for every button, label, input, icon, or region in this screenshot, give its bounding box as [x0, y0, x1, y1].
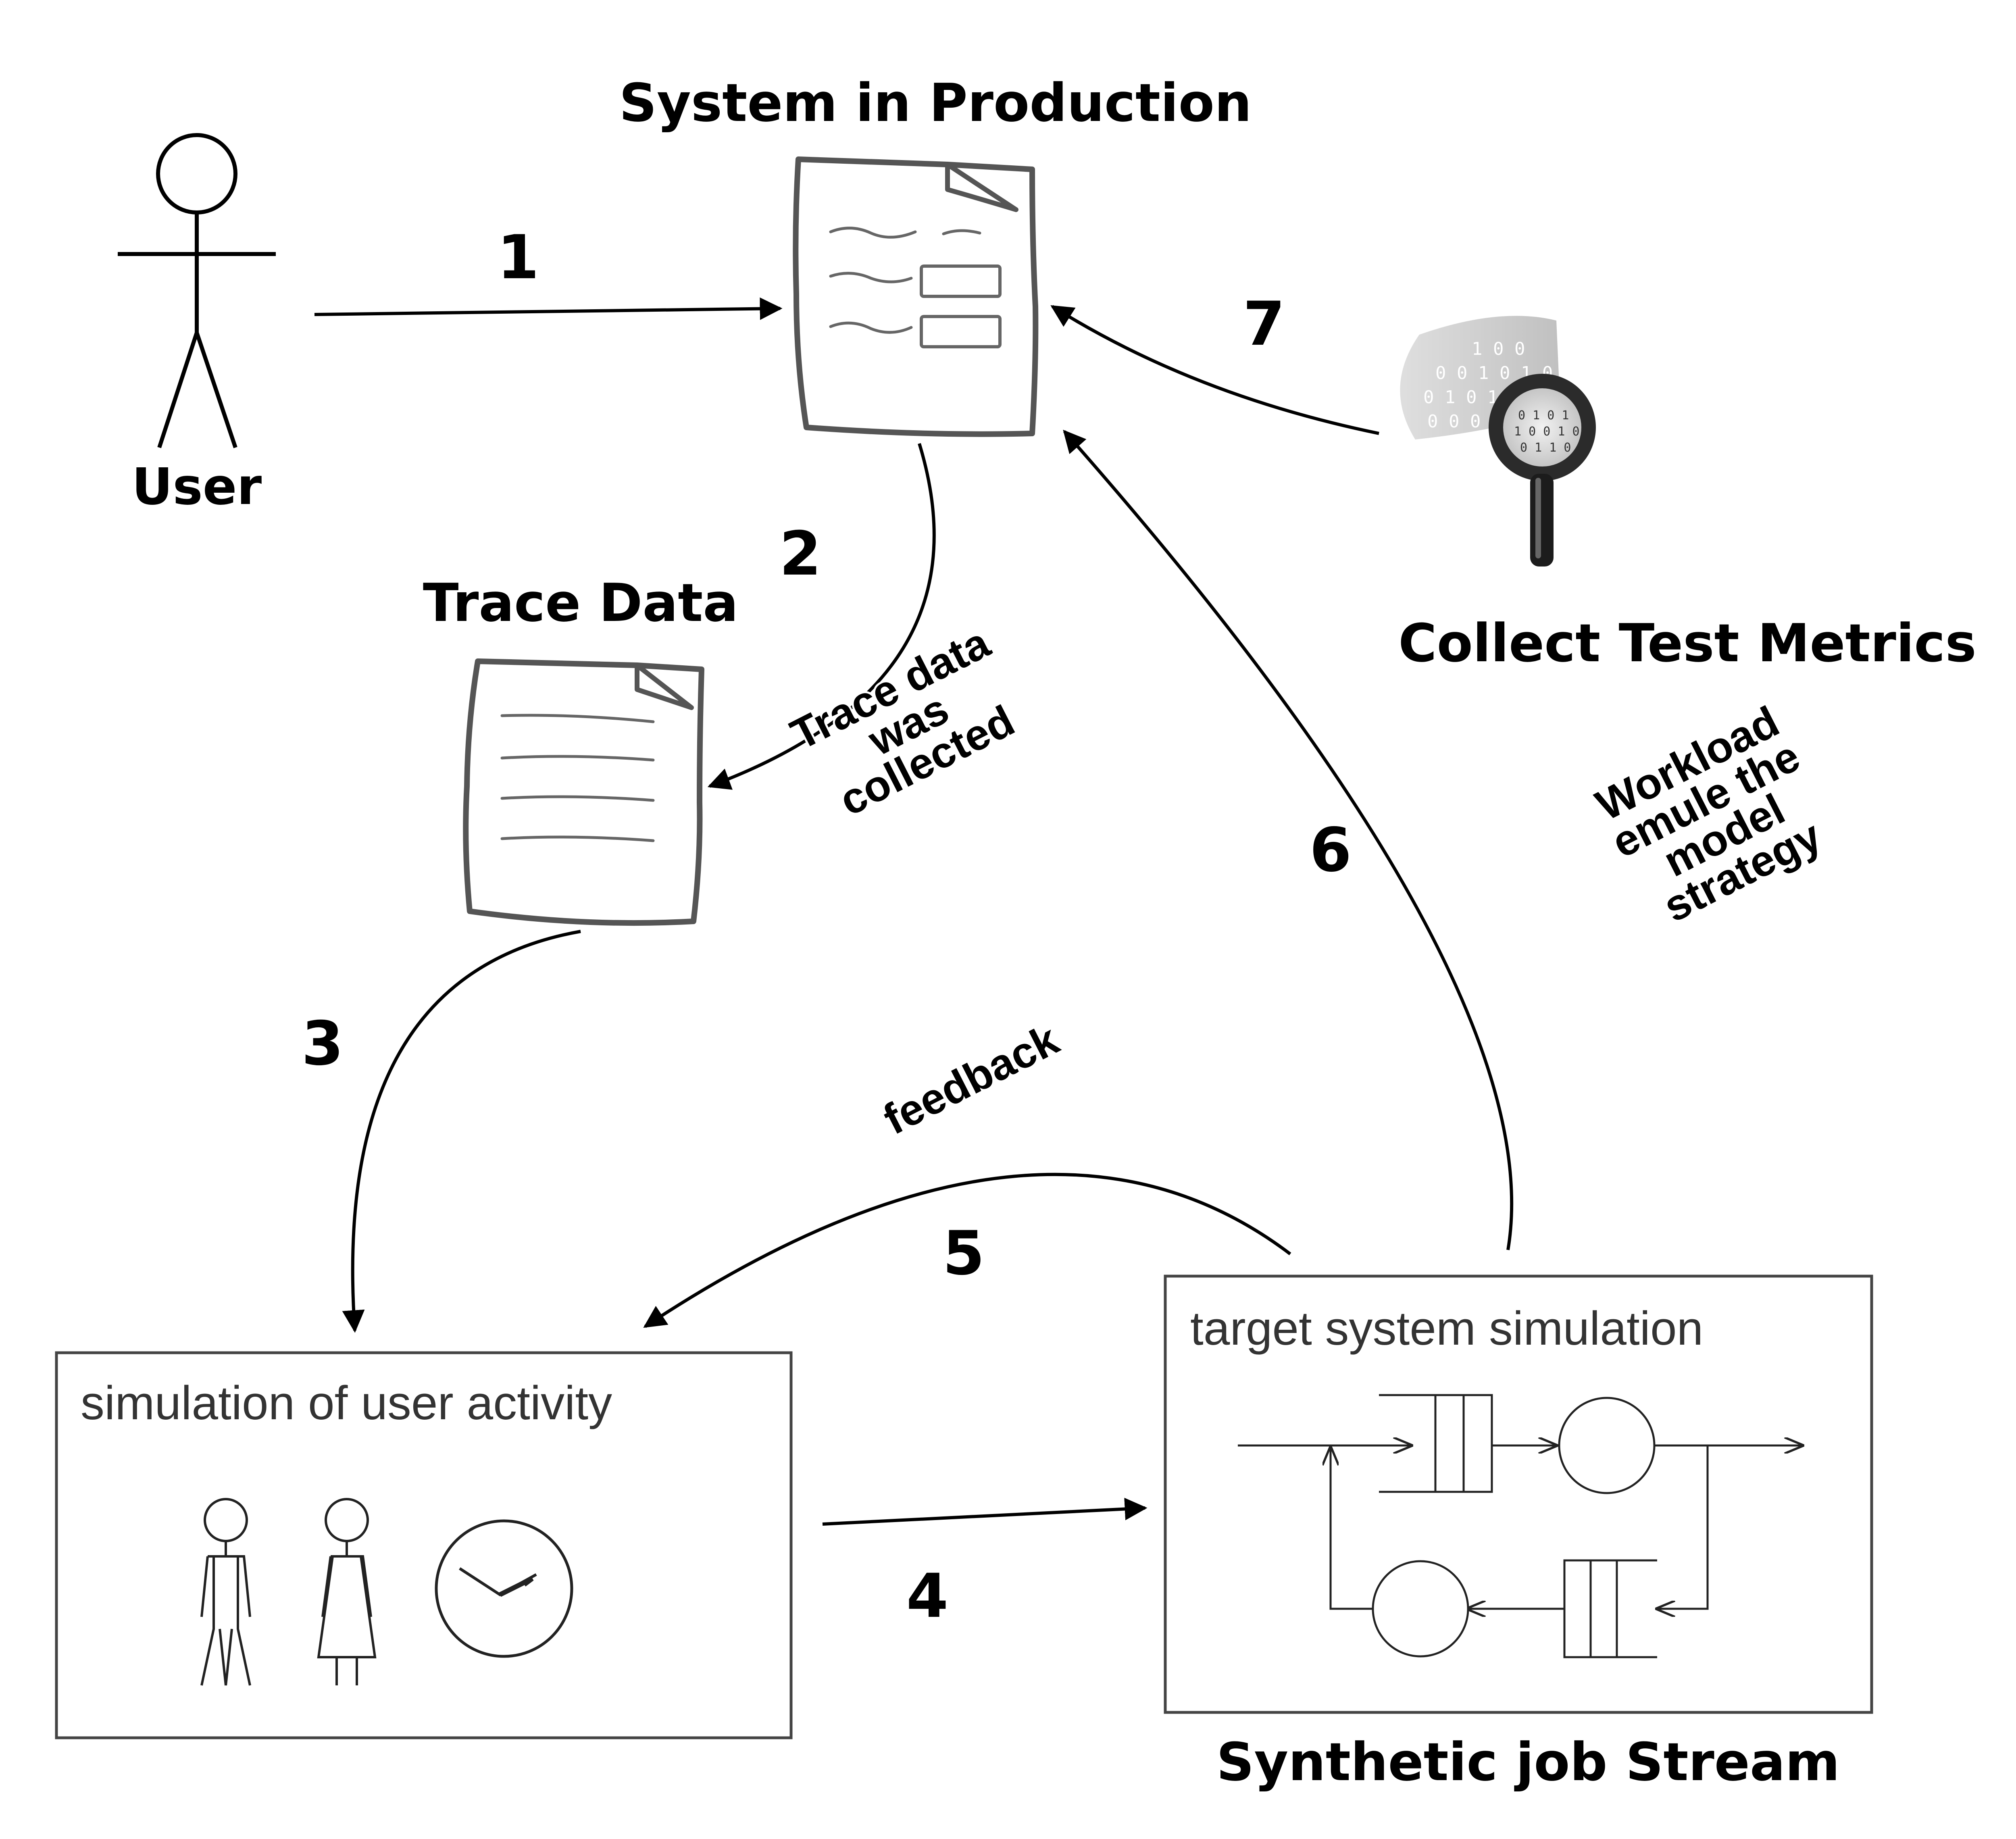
- edge-4-arrow: [822, 1497, 1148, 1526]
- edge-3-label: 3: [302, 1009, 344, 1079]
- woman-icon: [317, 1498, 377, 1685]
- metrics-label: Collect Test Metrics: [1398, 612, 1976, 674]
- system-document-icon: [793, 156, 1039, 437]
- sim-user-label: simulation of user activity: [81, 1377, 612, 1430]
- binary-text-1: 1 0 0: [1472, 339, 1525, 359]
- sim-target-label: target system simulation: [1190, 1302, 1703, 1355]
- edge-1-label: 1: [497, 223, 539, 293]
- edge-5-arrow: [643, 1173, 1291, 1328]
- sim-user-box: [55, 1351, 793, 1739]
- trace-label: Trace Data: [423, 572, 738, 633]
- magnifier-icon: 1 0 0 0 0 1 0 1 0 1 0 1 0 1 0 1 1 0 0 0 …: [1400, 316, 1596, 566]
- feedback-note: feedback: [874, 1012, 1068, 1146]
- edge-7-label: 7: [1243, 289, 1285, 359]
- man-icon: [200, 1498, 251, 1686]
- edge-7-arrow: [1050, 305, 1379, 435]
- edge-6-arrow: [1063, 429, 1514, 1250]
- workload-note: Workload emule the model strategy: [1586, 695, 1831, 933]
- svg-text:feedback: feedback: [876, 1014, 1066, 1144]
- sim-target-box: [1164, 1275, 1873, 1714]
- clock-icon: [435, 1519, 573, 1658]
- synthetic-label: Synthetic job Stream: [1216, 1731, 1840, 1793]
- edge-3-arrow: [342, 930, 581, 1333]
- trace-document-icon: [463, 658, 704, 926]
- user-head: [156, 133, 237, 215]
- queue-network-icon: [1238, 1394, 1802, 1658]
- user-label: User: [132, 458, 262, 516]
- user-actor: [118, 133, 276, 448]
- svg-text:0 1 0 1: 0 1 0 1: [1518, 408, 1569, 423]
- edge-1-arrow: [314, 297, 783, 320]
- svg-text:1 0 0 1 0: 1 0 0 1 0: [1514, 425, 1580, 439]
- edge-2-label: 2: [779, 519, 821, 589]
- edge-4-label: 4: [906, 1561, 948, 1631]
- trace-collected-note: Trace data was collected: [781, 616, 1024, 827]
- edge-6-label: 6: [1310, 815, 1352, 885]
- edge-2-arrow: [707, 443, 936, 790]
- svg-text:0 1 1 0: 0 1 1 0: [1520, 441, 1571, 455]
- system-label: System in Production: [619, 72, 1252, 133]
- edge-5-label: 5: [943, 1218, 985, 1289]
